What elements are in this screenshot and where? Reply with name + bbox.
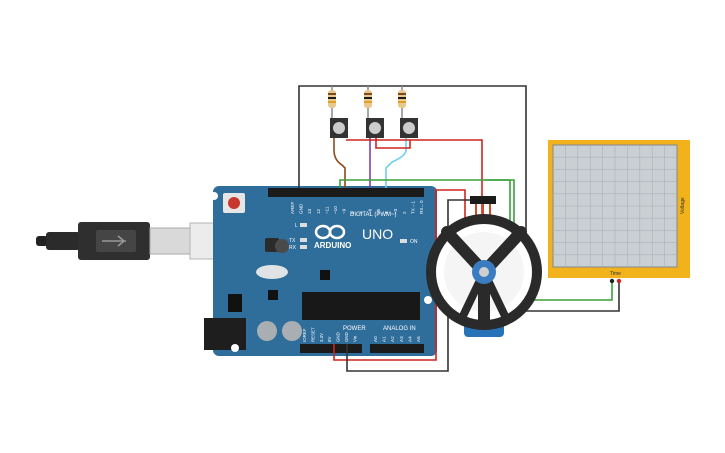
- wire-button-3: [385, 136, 407, 188]
- oscilloscope[interactable]: Time Voltage: [548, 140, 690, 284]
- scope-terminal-pos: [616, 278, 622, 284]
- resistor-1: [328, 86, 336, 118]
- digital-pin-label: 8: [350, 211, 355, 214]
- digital-label: DIGITAL (PWM~): [350, 212, 397, 218]
- power-label: POWER: [343, 326, 366, 332]
- scope-grid: [553, 145, 677, 267]
- digital-pin-label: RX←0: [419, 200, 424, 214]
- model-label: UNO: [362, 226, 393, 242]
- power-header[interactable]: [300, 344, 362, 353]
- push-button-3[interactable]: [400, 118, 418, 138]
- digital-pin-label: AREF: [290, 202, 295, 214]
- led-l-label: L: [295, 223, 298, 229]
- crystal: [256, 265, 288, 279]
- analog-pin-label: A3: [399, 336, 404, 342]
- digital-pin-label: ~9: [342, 208, 347, 214]
- digital-pin-label: 2: [402, 211, 407, 214]
- analog-pin-label: A0: [373, 336, 378, 342]
- scope-terminal-neg: [609, 278, 615, 284]
- analog-header[interactable]: [370, 344, 424, 353]
- led-on-label: ON: [410, 239, 418, 245]
- push-button-1[interactable]: [330, 118, 348, 138]
- wire-button-1: [333, 135, 346, 188]
- brand-label: ARDUINO: [314, 241, 351, 250]
- led-tx-label: TX: [289, 238, 296, 244]
- push-button-2[interactable]: [366, 118, 384, 138]
- digital-pin-label: ~11: [324, 206, 329, 214]
- scope-x-label: Time: [610, 271, 621, 277]
- power-pin-label: IOREF: [302, 328, 307, 342]
- analog-pin-label: A1: [382, 336, 387, 342]
- digital-pin-label: ~5: [376, 208, 381, 214]
- analog-label: ANALOG IN: [383, 326, 416, 332]
- atmega-chip: [302, 292, 420, 320]
- resistor-3: [398, 86, 406, 118]
- digital-pin-label: ~6: [367, 208, 372, 214]
- power-pin-label: GND: [336, 332, 341, 342]
- analog-pin-label: A2: [390, 336, 395, 342]
- digital-header[interactable]: [268, 188, 424, 197]
- digital-pin-label: ~10: [333, 206, 338, 214]
- digital-pin-label: ~3: [393, 208, 398, 214]
- digital-pin-label: 7: [359, 211, 364, 214]
- digital-pin-label: GND: [299, 203, 304, 214]
- digital-pin-label: 12: [316, 208, 321, 214]
- power-pin-label: RESET: [310, 327, 315, 342]
- digital-pin-label: 13: [307, 208, 312, 214]
- resistor-2: [364, 86, 372, 118]
- servo-motor[interactable]: [426, 196, 542, 337]
- usb-cable: [36, 222, 249, 260]
- scope-y-label: Voltage: [680, 197, 686, 214]
- power-pin-label: GND: [344, 332, 349, 342]
- power-pin-label: 5V: [327, 337, 332, 342]
- analog-pin-label: A5: [416, 336, 421, 342]
- resistors: [328, 86, 406, 118]
- dc-power-jack: [204, 318, 246, 350]
- reset-button[interactable]: [228, 197, 240, 209]
- wire-button-power-link: [375, 138, 411, 149]
- power-pin-label: 3.3V: [319, 333, 324, 342]
- led-rx-label: RX: [289, 245, 297, 251]
- servo-connector: [470, 196, 496, 204]
- arduino-uno-board[interactable]: ARDUINO UNO DIGITAL (PWM~) POWER ANALOG …: [204, 186, 437, 356]
- analog-pin-label: A4: [407, 336, 412, 342]
- power-pin-label: Vin: [352, 335, 357, 342]
- digital-pin-label: 4: [385, 211, 390, 214]
- push-buttons[interactable]: [330, 118, 418, 138]
- digital-pin-label: TX→1: [410, 201, 415, 214]
